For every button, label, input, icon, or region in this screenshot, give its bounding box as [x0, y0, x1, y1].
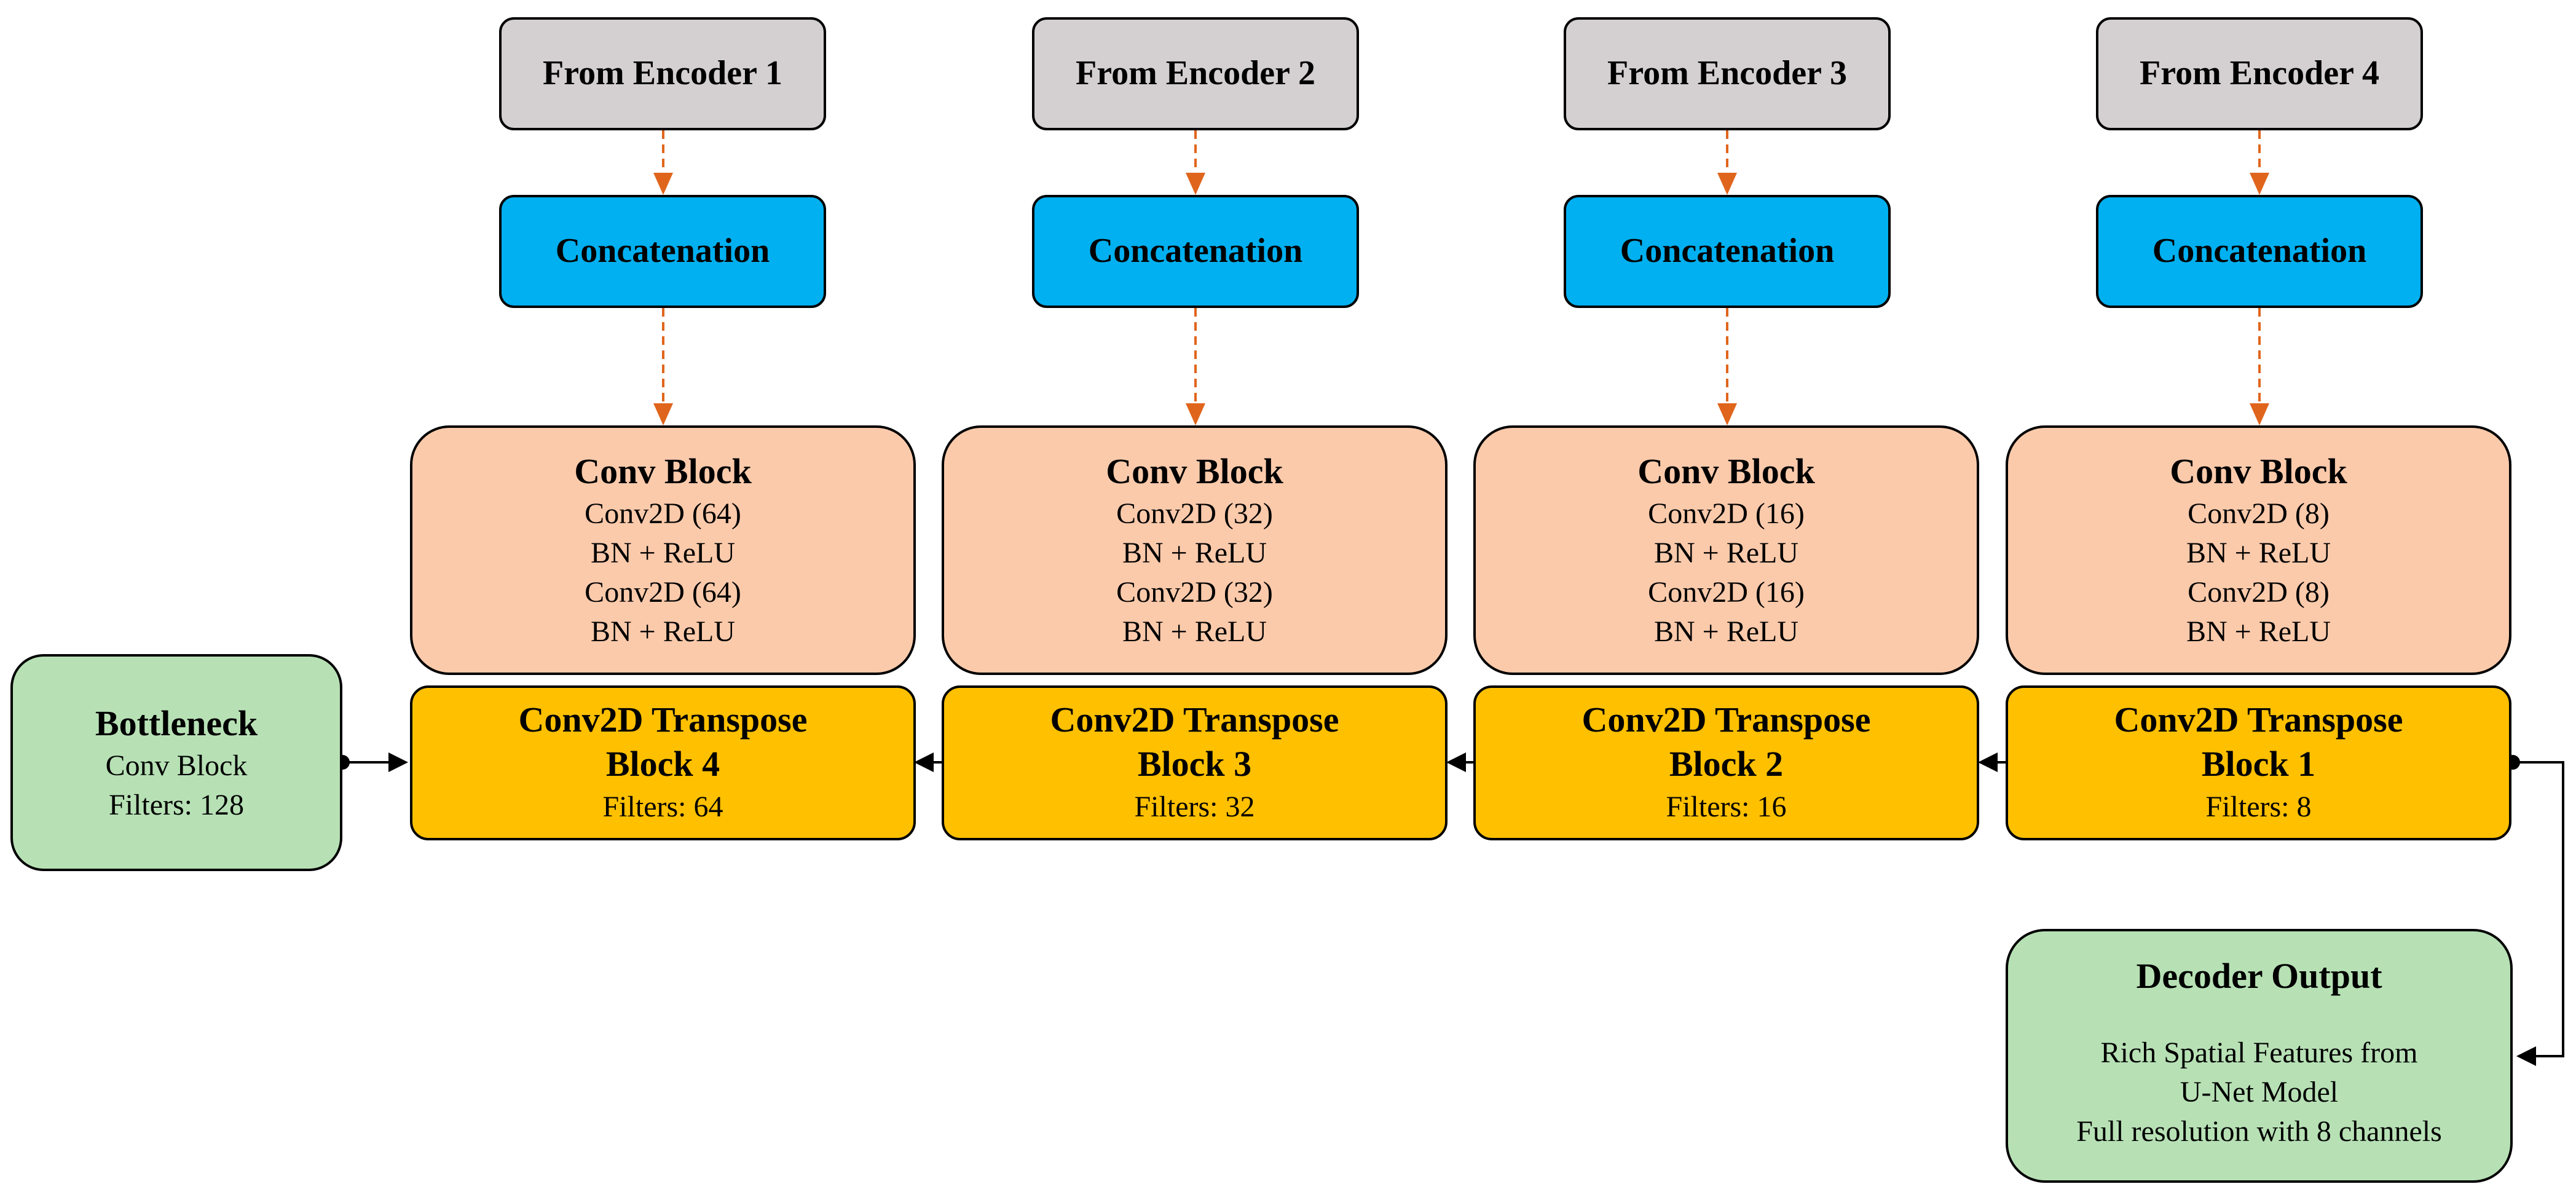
conv-line: BN + ReLU: [1653, 537, 1799, 569]
conv-line: Conv2D (8): [2188, 497, 2330, 530]
conv-block-1: Conv Block Conv2D (64) BN + ReLU Conv2D …: [410, 425, 916, 675]
encoder-box-4: From Encoder 4: [2096, 17, 2423, 130]
concat-box-1: Concatenation: [499, 195, 826, 308]
transpose-block-2: Conv2D Transpose Block 2 Filters: 16: [1473, 685, 1979, 840]
bottleneck-box: Bottleneck Conv Block Filters: 128: [10, 654, 342, 871]
conv-line: Conv2D (16): [1648, 576, 1805, 609]
conv-line: BN + ReLU: [590, 615, 736, 648]
conv-line: BN + ReLU: [2186, 615, 2331, 648]
conv-block-3: Conv Block Conv2D (16) BN + ReLU Conv2D …: [1473, 425, 1979, 675]
conv-line: Conv2D (32): [1116, 497, 1273, 530]
transpose-block-4: Conv2D Transpose Block 4 Filters: 64: [410, 685, 916, 840]
encoder-label-1: From Encoder 1: [543, 54, 782, 93]
bottleneck-filters: Filters: 128: [108, 788, 244, 821]
output-title: Decoder Output: [2136, 956, 2382, 996]
conv-line: BN + ReLU: [1653, 615, 1799, 648]
transpose-title: Conv2D Transpose: [1581, 700, 1871, 740]
conv-line: BN + ReLU: [1122, 615, 1267, 648]
concat-box-4: Concatenation: [2096, 195, 2423, 308]
transpose-block-3: Conv2D Transpose Block 3 Filters: 32: [942, 685, 1448, 840]
transpose-title: Conv2D Transpose: [2114, 700, 2403, 740]
flow-arrow-block1-output: [2513, 761, 2564, 1066]
concat-label-4: Concatenation: [2152, 232, 2367, 270]
transpose-filters: Filters: 32: [1134, 791, 1255, 823]
decoder-output-box: Decoder Output Rich Spatial Features fro…: [2006, 929, 2513, 1183]
conv-block-4: Conv Block Conv2D (8) BN + ReLU Conv2D (…: [2006, 425, 2511, 675]
concat-box-2: Concatenation: [1032, 195, 1359, 308]
conv-block-2: Conv Block Conv2D (32) BN + ReLU Conv2D …: [942, 425, 1448, 675]
output-line: Full resolution with 8 channels: [2076, 1115, 2442, 1148]
transpose-filters: Filters: 64: [602, 791, 723, 823]
conv-title-3: Conv Block: [1637, 451, 1815, 491]
conv-title-4: Conv Block: [2170, 451, 2347, 491]
transpose-block-label: Block 1: [2201, 744, 2316, 784]
transpose-block-label: Block 3: [1137, 744, 1252, 784]
transpose-filters: Filters: 8: [2205, 791, 2312, 823]
skip-arrows: [653, 130, 2269, 425]
encoder-label-4: From Encoder 4: [2140, 54, 2379, 93]
transpose-title: Conv2D Transpose: [518, 700, 808, 740]
concat-label-3: Concatenation: [1620, 232, 1835, 270]
encoder-box-1: From Encoder 1: [499, 17, 826, 130]
conv-title-1: Conv Block: [574, 451, 752, 491]
conv-line: Conv2D (32): [1116, 576, 1273, 609]
transpose-block-1: Conv2D Transpose Block 1 Filters: 8: [2006, 685, 2511, 840]
conv-title-2: Conv Block: [1106, 451, 1283, 491]
conv-line: Conv2D (64): [585, 576, 741, 609]
concat-label-1: Concatenation: [555, 232, 770, 270]
conv-line: BN + ReLU: [1122, 537, 1267, 569]
transpose-title: Conv2D Transpose: [1050, 700, 1339, 740]
conv-line: Conv2D (16): [1648, 497, 1805, 530]
concat-box-3: Concatenation: [1564, 195, 1891, 308]
conv-line: Conv2D (8): [2188, 576, 2330, 609]
transpose-filters: Filters: 16: [1666, 791, 1787, 823]
conv-line: BN + ReLU: [590, 537, 736, 569]
output-line: U-Net Model: [2180, 1076, 2339, 1108]
transpose-block-label: Block 4: [605, 744, 720, 784]
bottleneck-title: Bottleneck: [95, 703, 258, 743]
bottleneck-line: Conv Block: [105, 749, 248, 782]
encoder-box-3: From Encoder 3: [1564, 17, 1891, 130]
encoder-label-2: From Encoder 2: [1076, 54, 1315, 93]
concat-label-2: Concatenation: [1088, 232, 1303, 270]
output-line: Rich Spatial Features from: [2100, 1036, 2418, 1069]
encoder-box-2: From Encoder 2: [1032, 17, 1359, 130]
conv-line: BN + ReLU: [2186, 537, 2331, 569]
transpose-block-label: Block 2: [1669, 744, 1784, 784]
encoder-label-3: From Encoder 3: [1607, 54, 1847, 93]
conv-line: Conv2D (64): [585, 497, 741, 530]
